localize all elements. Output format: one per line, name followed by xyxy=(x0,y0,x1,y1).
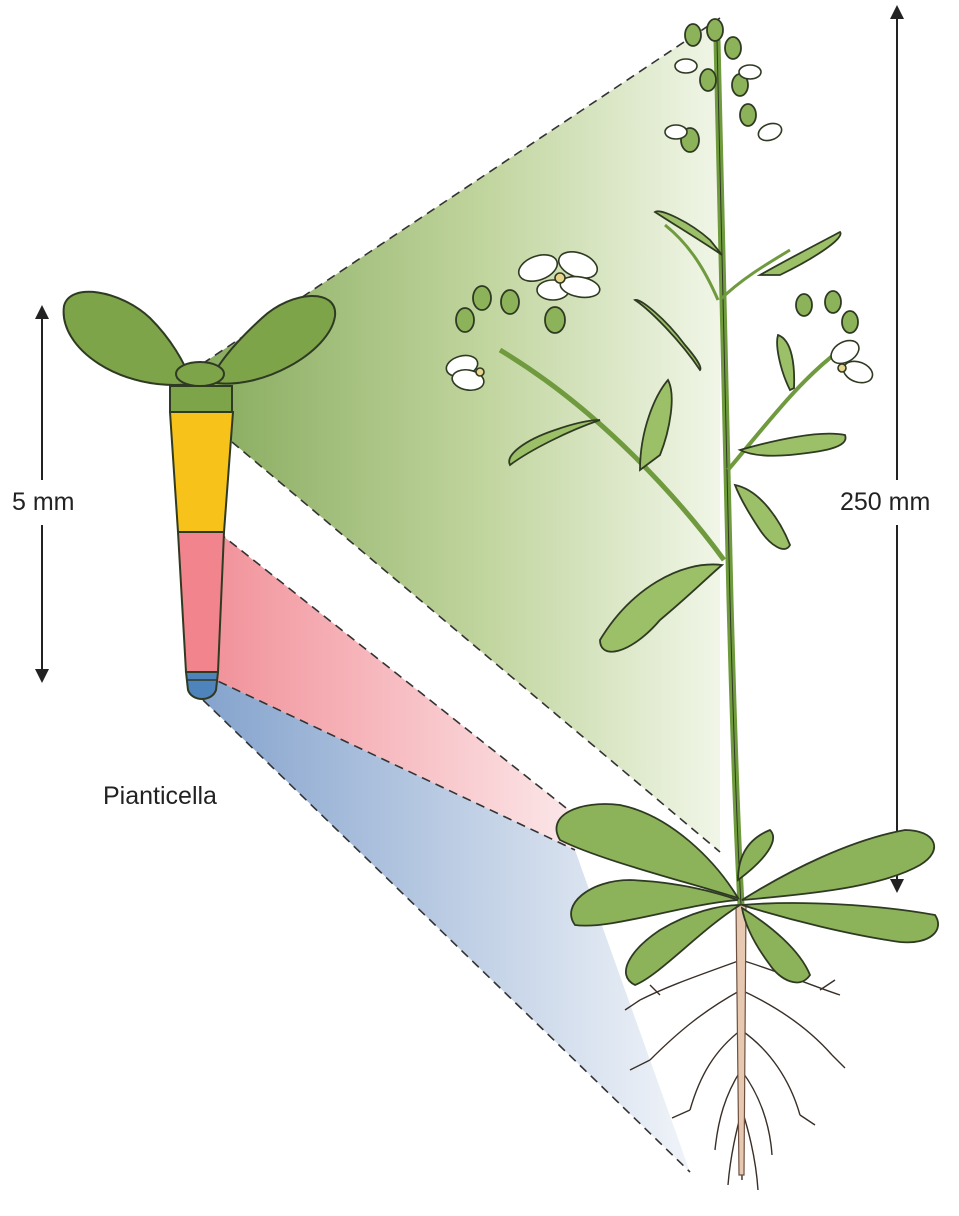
main-stem xyxy=(717,40,741,905)
main-root xyxy=(736,905,746,1175)
cotyledon-left xyxy=(64,292,192,385)
hypocotyl xyxy=(170,412,233,532)
plant-scale-label: 250 mm xyxy=(838,488,932,517)
root-tip xyxy=(186,672,218,699)
hypocotyl-top xyxy=(170,386,232,412)
seedling-label: Pianticella xyxy=(103,782,217,811)
shoot-apex xyxy=(176,362,224,386)
seedling-scale-label: 5 mm xyxy=(12,488,75,517)
root-zone xyxy=(178,532,224,672)
rosette xyxy=(556,804,938,985)
flower-right xyxy=(827,336,876,387)
